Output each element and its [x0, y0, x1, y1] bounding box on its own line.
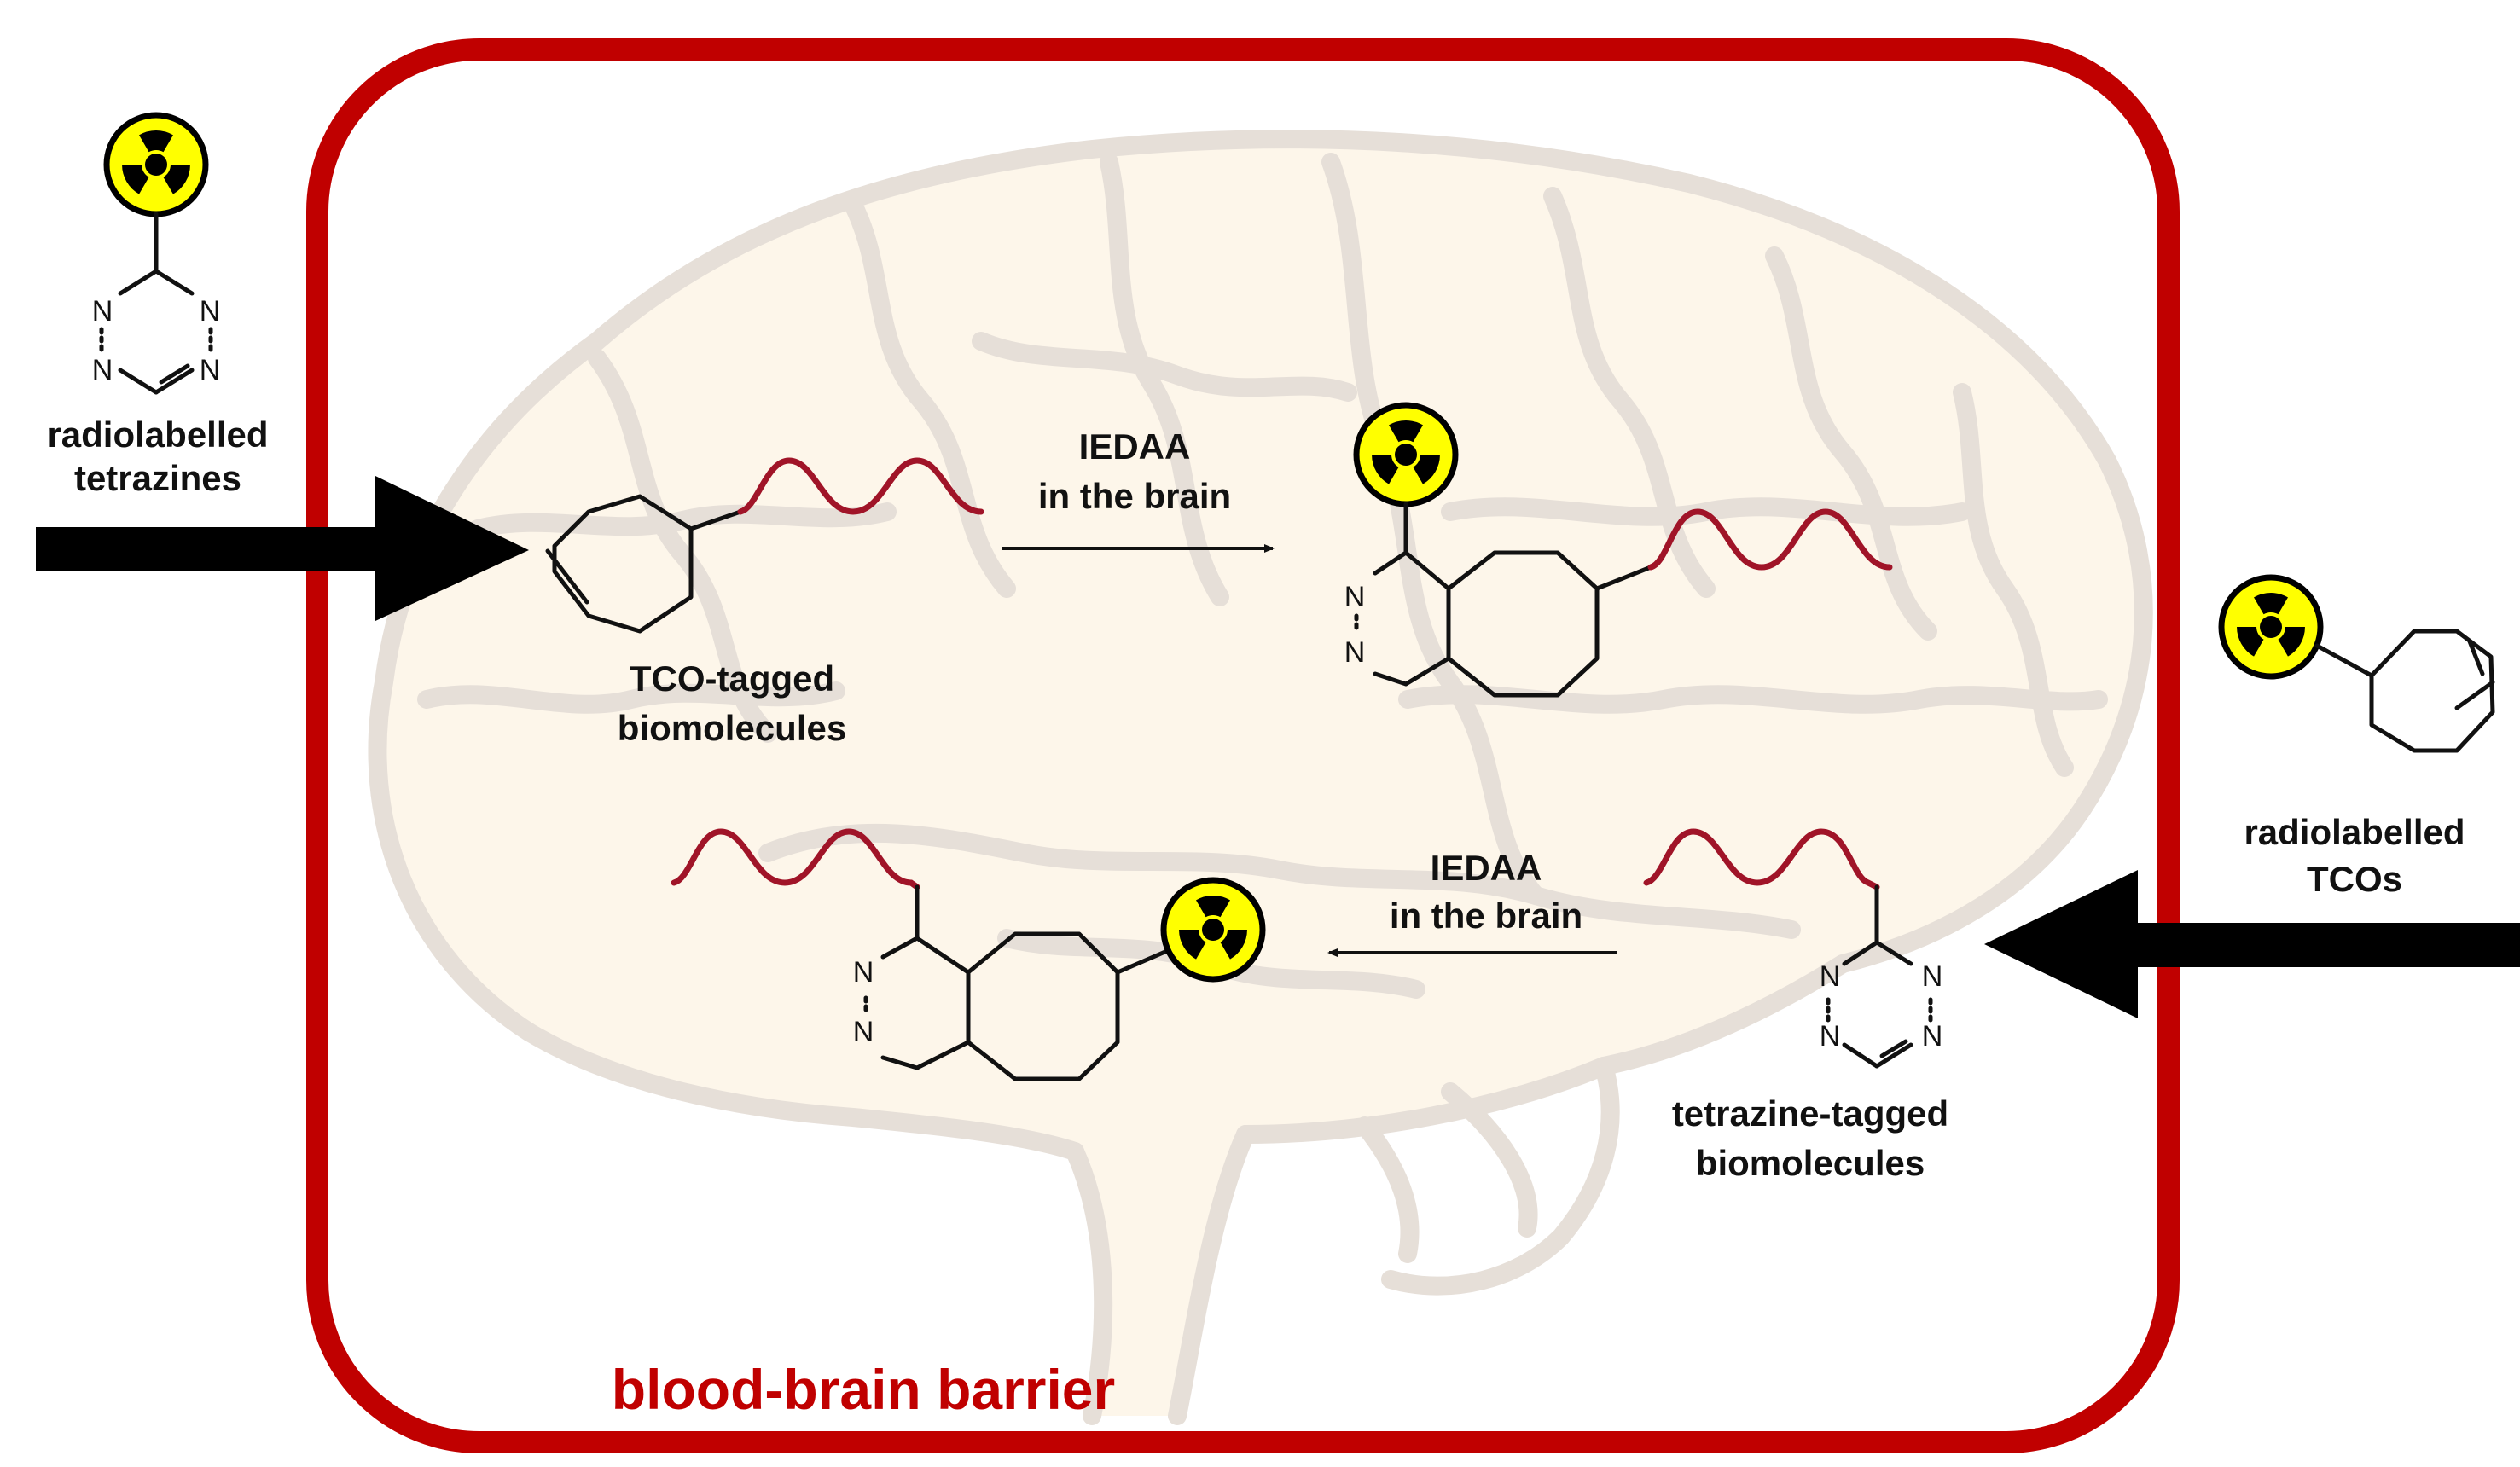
- tetrazine-tagged-biomolecules-label: tetrazine-tagged: [1672, 1093, 1948, 1134]
- bottom-product-structure: N N: [671, 828, 1263, 1081]
- radiolabelled-tcos-label: radiolabelled: [2244, 812, 2465, 852]
- top-reaction-label-line2: in the brain: [1038, 476, 1231, 516]
- tco-tagged-biomolecules-label-line2: biomolecules: [618, 708, 846, 748]
- tetrazine-tagged-biomolecules-label-line2: biomolecules: [1696, 1143, 1925, 1183]
- nitrogen-atom: N: [853, 956, 874, 989]
- nitrogen-atom: N: [1344, 581, 1366, 613]
- left-entry-arrow-icon: [36, 476, 529, 621]
- radioactive-icon: [107, 115, 206, 214]
- nitrogen-atom: N: [1922, 1020, 1943, 1052]
- nitrogen-atom: N: [1922, 960, 1943, 993]
- radioactive-icon: [1356, 405, 1455, 504]
- radiolabelled-tetrazines-label-line2: tetrazines: [74, 458, 241, 498]
- nitrogen-atom: N: [92, 295, 113, 328]
- radiolabelled-tcos-label-line2: TCOs: [2307, 859, 2402, 899]
- brain-icon: [368, 130, 2153, 1425]
- blood-brain-barrier-border: [306, 38, 2180, 1453]
- tco-tagged-biomolecules-label: TCO-tagged: [630, 658, 834, 699]
- nitrogen-atom: N: [853, 1016, 874, 1048]
- top-reaction-label: IEDAA: [1079, 426, 1191, 467]
- nitrogen-atom: N: [200, 295, 221, 328]
- top-product-structure: N N: [1344, 405, 1893, 698]
- radiolabelled-tetrazine-structure: N N N N: [92, 115, 221, 395]
- nitrogen-atom: N: [1820, 960, 1841, 993]
- nitrogen-atom: N: [1344, 636, 1366, 669]
- radioactive-icon: [2221, 577, 2320, 676]
- bottom-reaction-label: IEDAA: [1431, 848, 1542, 888]
- radiolabelled-tco-structure: [2221, 577, 2495, 753]
- right-entry-arrow-icon: [1984, 870, 2520, 1018]
- blood-brain-barrier-label: blood-brain barrier: [612, 1358, 1115, 1421]
- nitrogen-atom: N: [1820, 1020, 1841, 1052]
- radioactive-icon: [1164, 880, 1263, 979]
- nitrogen-atom: N: [92, 354, 113, 386]
- nitrogen-atom: N: [200, 354, 221, 386]
- tco-tagged-biomolecule-structure: [545, 457, 984, 634]
- tetrazine-tagged-biomolecule-structure: N N N N: [1643, 828, 1943, 1069]
- bottom-reaction-label-line2: in the brain: [1390, 896, 1582, 936]
- radiolabelled-tetrazines-label: radiolabelled: [47, 415, 268, 455]
